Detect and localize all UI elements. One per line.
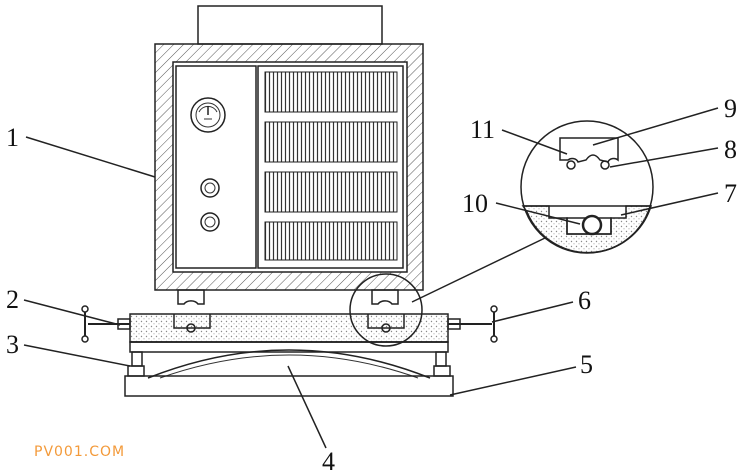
leader-lines: [23, 107, 719, 449]
top-cap: [197, 5, 383, 45]
callout-9: 9: [724, 94, 737, 123]
vent-grill: [257, 65, 404, 269]
housing-feet: [177, 289, 399, 305]
callout-3: 3: [6, 330, 19, 359]
detail-marker: [349, 273, 423, 347]
callout-4: 4: [322, 447, 335, 476]
lower-frame: [127, 341, 451, 377]
callout-8: 8: [724, 135, 737, 164]
bottom-base: [124, 375, 454, 397]
base-plate: [129, 313, 449, 343]
knob-icon: [200, 212, 220, 232]
callout-5: 5: [580, 350, 593, 379]
watermark: PV001.COM: [34, 444, 125, 460]
clamp-right: [447, 305, 498, 343]
control-panel: [175, 65, 257, 269]
callout-11: 11: [470, 115, 495, 144]
callout-1: 1: [6, 123, 19, 152]
callout-10: 10: [462, 189, 488, 218]
knob-icon: [200, 178, 220, 198]
callout-6: 6: [578, 286, 591, 315]
gauge-icon: [190, 97, 226, 133]
arch-spring: [147, 349, 431, 379]
detail-view: [520, 120, 654, 254]
callout-7: 7: [724, 179, 737, 208]
clamp-left: [81, 305, 131, 343]
callout-2: 2: [6, 285, 19, 314]
